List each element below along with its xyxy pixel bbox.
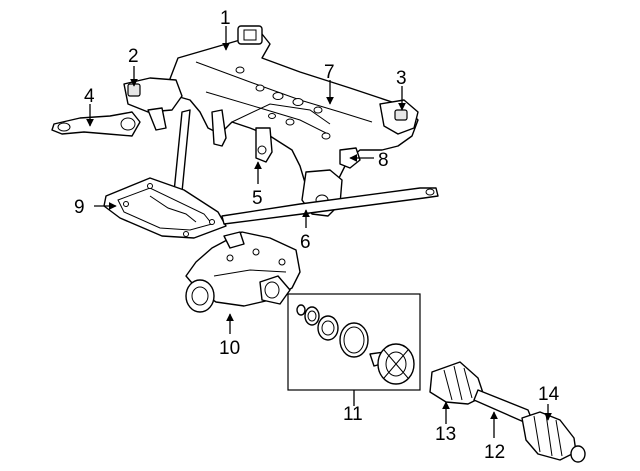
callout-3: 3 <box>396 68 407 89</box>
leader-lines <box>86 26 552 438</box>
subframe-crossmember <box>167 25 419 217</box>
callout-2: 2 <box>128 46 139 67</box>
seal-ring-set <box>296 304 369 358</box>
callout-4: 4 <box>84 86 95 107</box>
cv-joint <box>369 343 415 385</box>
callout-10: 10 <box>219 338 240 359</box>
callout-9: 9 <box>74 197 85 218</box>
callout-6: 6 <box>300 232 311 253</box>
callout-11: 11 <box>343 404 363 425</box>
callout-8: 8 <box>378 150 389 171</box>
callout-12: 12 <box>484 442 505 463</box>
shield-plate <box>103 177 227 239</box>
callout-7: 7 <box>324 62 335 83</box>
cv-boot-outer <box>521 411 586 463</box>
callout-5: 5 <box>252 188 263 209</box>
callout-1: 1 <box>220 8 231 29</box>
trailing-arm <box>51 111 141 137</box>
left-mount-bracket <box>123 77 183 131</box>
differential <box>185 231 301 313</box>
tie-rod <box>221 187 439 225</box>
callout-14: 14 <box>538 384 560 405</box>
callout-13: 13 <box>435 424 456 445</box>
